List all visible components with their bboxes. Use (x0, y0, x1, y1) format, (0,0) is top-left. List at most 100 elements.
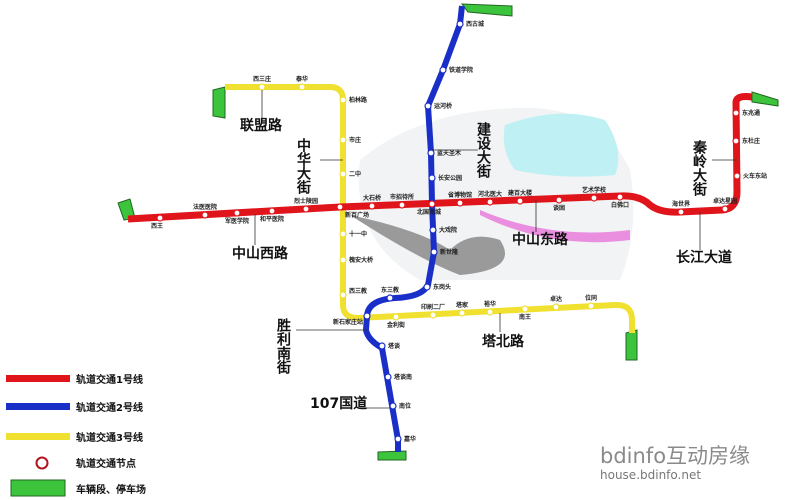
line1-station-label: 北国商城 (417, 208, 441, 216)
line2-station-marker (389, 402, 397, 410)
road-label-tabei: 塔北路 (482, 333, 525, 350)
line2-station-label: 长安公园 (438, 174, 462, 182)
line3-station-label: 柏林路 (349, 96, 368, 104)
line3-station-label: 市庄 (349, 136, 361, 144)
line1-station-label: 西王 (151, 222, 163, 230)
line1-station-marker (368, 202, 376, 210)
line1-station-label: 卓达星园 (713, 197, 737, 205)
line1-station-label: 火车东站 (743, 172, 767, 180)
line1-station-marker (428, 200, 436, 208)
line1-station-marker (590, 194, 598, 202)
road-label-lianmeng: 联盟路 (240, 117, 283, 134)
line2-station-marker (378, 342, 386, 350)
line1-station-label: 法医医院 (193, 203, 217, 211)
line1-station-label: 东杜庄 (742, 137, 760, 145)
line3-station-marker (339, 170, 347, 178)
line1-station-marker (732, 109, 740, 117)
line3-station-label: 卓达 (550, 295, 562, 303)
line1-station-marker (398, 201, 406, 209)
line1-station-marker (456, 199, 464, 207)
line2-station-marker (384, 373, 392, 381)
line1-station-marker (516, 197, 524, 205)
line2-station-marker (424, 102, 432, 110)
line1-station-label: 白佛口 (611, 201, 629, 209)
line3-station-marker (521, 305, 529, 313)
depot-icon (625, 329, 638, 361)
line3-station-label: 印刷二厂 (421, 303, 445, 311)
line2-station-marker (386, 294, 394, 302)
legend-line3-swatch (6, 433, 70, 440)
line1-station-marker (616, 193, 624, 201)
line3-station-marker (339, 256, 347, 264)
line2-station-label: 新石家庄站 (333, 318, 363, 326)
line2-station-marker (456, 20, 464, 28)
road-label-zhonghua: 中华大街 (295, 137, 312, 195)
line2-station-label: 南位 (399, 402, 411, 410)
line2-station-marker (423, 283, 431, 291)
road-label-zhongshan_east: 中山东路 (512, 231, 569, 248)
line2-station-marker (439, 66, 447, 74)
line3-station-marker (339, 230, 347, 238)
line2-station-marker (394, 435, 402, 443)
line3-station-label: 西三教 (349, 287, 368, 295)
line1-station-marker (677, 208, 685, 216)
watermark-url: house.bdinfo.net (600, 468, 702, 482)
legend-label-node: 轨道交通节点 (76, 457, 136, 470)
road-label-qinling: 秦岭大街 (691, 139, 708, 197)
line2-station-label: 运河桥 (434, 102, 453, 110)
line2-station-marker (363, 312, 371, 320)
line1-station-marker (268, 207, 276, 215)
line1-station-marker (156, 214, 164, 222)
line2-station-label: 西古城 (466, 20, 484, 28)
line3-station-marker (339, 96, 347, 104)
line1-station-marker (302, 205, 310, 213)
line2-station-marker (428, 174, 436, 182)
depot-icon (377, 450, 407, 461)
line1-station-label: 省博物馆 (447, 191, 472, 199)
line3-station-marker (392, 313, 400, 321)
legend-depot-swatch (10, 479, 66, 497)
legend-node-icon (35, 456, 49, 470)
line1-station-label: 军医学院 (225, 217, 249, 225)
train-illustration (350, 107, 634, 280)
line3-station-marker (587, 302, 595, 310)
watermark: bdinfo互动房缘 house.bdinfo.net (600, 440, 750, 482)
line3-station-label: 泰华 (295, 75, 308, 83)
line1-station-label: 建百大楼 (508, 189, 532, 197)
line3-station-marker (429, 311, 437, 319)
road-label-changjiang: 长江大道 (676, 249, 732, 266)
watermark-brand: bdinfo互动房缘 (600, 444, 751, 468)
line3-station-label: 塔家 (456, 301, 468, 309)
depot-icon (460, 3, 513, 17)
legend-line2-swatch (6, 403, 70, 410)
line1-station-label: 烈士陵园 (294, 197, 318, 205)
road-label-shengli: 胜利南街 (275, 318, 292, 375)
line2-station-marker (430, 248, 438, 256)
legend-line1-swatch (6, 375, 70, 382)
line3-station-label: 槐安大桥 (348, 256, 374, 264)
legend-label-depot: 车辆段、停车场 (76, 483, 146, 496)
line1-station-marker (733, 172, 741, 180)
line1-station-label: 河北医大 (478, 190, 502, 198)
line3-station-marker (298, 83, 306, 91)
line3-station-marker (258, 83, 266, 91)
line2-station-label: 东岗头 (433, 283, 451, 291)
line2-station-label: 蓝天圣木 (437, 149, 462, 157)
line2-station-label: 铁道学院 (449, 66, 473, 74)
line2-station-marker (427, 149, 435, 157)
line1-station-label: 市招待所 (390, 193, 414, 201)
line3-station-label: 金利街 (386, 321, 405, 329)
line1-station-label: 东兆通 (742, 109, 760, 117)
line3-station-marker (486, 308, 494, 316)
line3-station-marker (339, 291, 347, 299)
line1-station-marker (721, 205, 729, 213)
line1-station-marker (732, 137, 740, 145)
depot-icon (212, 86, 226, 119)
line1-station-marker (555, 196, 563, 204)
line1-station-label: 大石桥 (363, 194, 382, 202)
line2-station-label: 东三教 (381, 286, 400, 294)
line3-path (225, 84, 635, 333)
line3-station-marker (339, 136, 347, 144)
line3-station-label: 十一中 (349, 230, 367, 238)
